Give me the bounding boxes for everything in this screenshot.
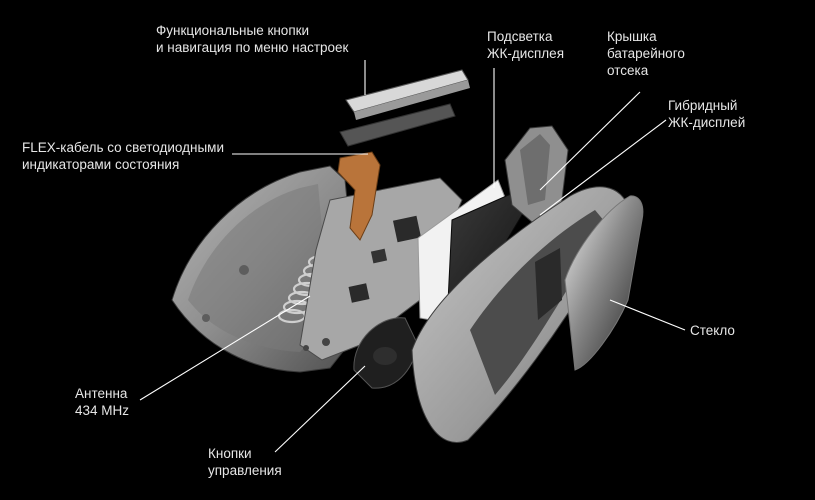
leader-glass [609,299,686,331]
leader-hybrid-lcd [539,119,667,216]
control-buttons [353,317,419,389]
label-glass: Стекло [690,323,735,338]
label-lcd-backlight: Подсветка ЖК-дисплея [487,29,564,61]
flex-cable [337,151,381,241]
leader-control-buttons [274,365,366,453]
label-battery-cover: Крышка батарейного отсека [607,29,685,78]
label-hybrid-lcd: Гибридный ЖК-дисплей [668,98,746,130]
function-button-strip [339,69,470,147]
label-flex-cable: FLEX-кабель со светодиодными индикаторам… [22,140,224,172]
display-glass [564,195,644,371]
label-function-buttons: Функциональные кнопки и навигация по мен… [156,23,349,55]
leader-battery-cover [539,91,641,191]
leader-antenna [139,295,311,401]
label-control-buttons: Кнопки управления [208,446,282,478]
label-antenna: Антенна 434 MHz [75,386,130,418]
front-housing [411,186,631,443]
